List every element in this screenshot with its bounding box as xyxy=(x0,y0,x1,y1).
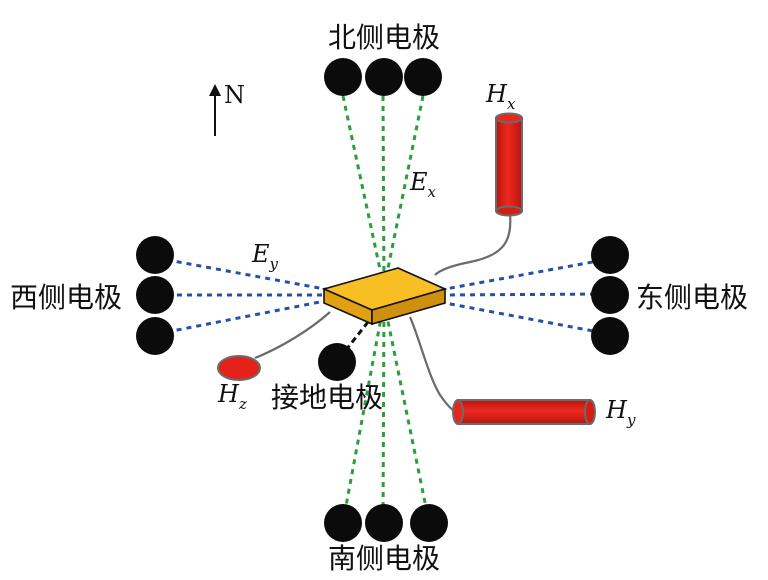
ey-label: Ey xyxy=(251,240,279,273)
electrode xyxy=(591,317,629,355)
electrode xyxy=(136,276,174,314)
ground-electrode-label: 接地电极 xyxy=(271,381,383,414)
north-electrodes-label: 北侧电极 xyxy=(328,21,440,54)
north-arrow-icon xyxy=(209,84,221,136)
electrode xyxy=(136,317,174,355)
west-electrodes-label: 西侧电极 xyxy=(10,281,122,314)
electrode xyxy=(365,504,403,542)
hz-magnetometer xyxy=(217,355,261,381)
ground-electrode xyxy=(318,343,356,381)
hx-magnetometer xyxy=(495,112,523,217)
ex-dipole-lines xyxy=(341,95,431,523)
electrode xyxy=(136,236,174,274)
north-arrow-label: N xyxy=(224,81,245,109)
electrode xyxy=(404,58,442,96)
electrode xyxy=(324,58,362,96)
south-electrodes xyxy=(324,504,448,542)
ey-dipole-lines xyxy=(156,256,610,336)
south-electrodes-label: 南侧电极 xyxy=(328,542,440,575)
east-electrodes-label: 东侧电极 xyxy=(636,281,748,314)
hx-cable xyxy=(434,213,512,276)
west-electrodes xyxy=(136,236,174,355)
ground-line xyxy=(344,321,370,351)
ex-label: Ex xyxy=(409,168,437,201)
hz-cable xyxy=(254,311,331,360)
hy-label: Hy xyxy=(605,396,636,429)
hx-label: Hx xyxy=(485,80,516,113)
hy-magnetometer xyxy=(452,399,596,425)
hz-label: Hz xyxy=(217,380,247,413)
electrode xyxy=(324,504,362,542)
electrode xyxy=(365,58,403,96)
east-electrodes xyxy=(591,236,629,355)
hy-cable xyxy=(408,316,456,413)
north-electrodes xyxy=(324,58,442,96)
electrode xyxy=(591,276,629,314)
electrode xyxy=(591,236,629,274)
electrode xyxy=(410,504,448,542)
recorder-box xyxy=(321,267,448,326)
